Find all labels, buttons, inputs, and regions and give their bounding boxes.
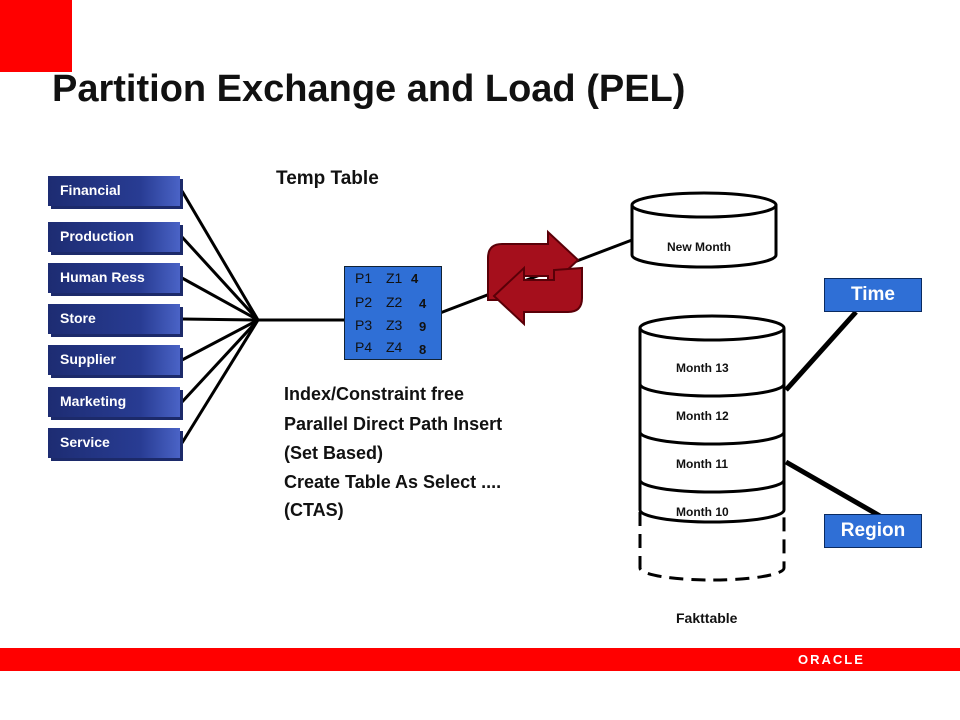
temp-cell-z: Z1	[386, 270, 403, 286]
temp-table-title: Temp Table	[276, 168, 379, 189]
temp-table-row: P2 Z2 4	[345, 290, 441, 313]
source-box-store: Store	[48, 304, 180, 334]
temp-cell-z: Z4	[386, 339, 403, 355]
temp-cell-p: P3	[355, 317, 373, 333]
fact-partition-label: Month 10	[676, 505, 729, 519]
temp-cell-p: P2	[355, 294, 373, 310]
footer-bar	[0, 648, 960, 671]
load-method-line: (Set Based)	[284, 443, 384, 463]
temp-cell-n: 4	[419, 296, 427, 311]
new-month-cylinder	[630, 191, 778, 269]
dimension-box-time: Time	[824, 278, 922, 312]
source-box-supplier: Supplier	[48, 345, 180, 375]
dimension-label: Region	[840, 520, 906, 541]
dimension-box-region: Region	[824, 514, 922, 548]
source-label: Human Ress	[60, 269, 145, 285]
temp-table-row: P4 Z4 8	[345, 336, 441, 359]
source-box-marketing: Marketing	[48, 387, 180, 417]
fact-partition-label: Month 12	[676, 409, 729, 423]
temp-cell-n: 4	[411, 271, 419, 286]
new-month-label: New Month	[667, 240, 731, 254]
load-method-line: (CTAS)	[284, 500, 344, 520]
source-box-service: Service	[48, 428, 180, 458]
source-connectors	[180, 190, 344, 444]
temp-cell-p: P1	[355, 270, 373, 286]
fact-table-name: Fakttable	[676, 610, 738, 626]
temp-table-row: P1 Z1 4	[345, 267, 441, 290]
load-method-line: Create Table As Select ....	[284, 472, 502, 492]
fact-table-cylinder	[638, 314, 786, 582]
load-method-line: Parallel Direct Path Insert	[284, 414, 503, 434]
dimension-label: Time	[850, 284, 895, 305]
exchange-arrows-icon	[487, 229, 583, 327]
temp-cell-z: Z2	[386, 294, 403, 310]
source-box-human-ress: Human Ress	[48, 263, 180, 293]
temp-cell-p: P4	[355, 339, 373, 355]
source-label: Financial	[60, 182, 121, 198]
source-box-financial: Financial	[48, 176, 180, 206]
temp-cell-z: Z3	[386, 317, 403, 333]
time-connector	[784, 310, 858, 392]
oracle-logo: ORACLE	[798, 652, 865, 667]
source-label: Supplier	[60, 351, 117, 367]
fact-partition-label: Month 13	[676, 361, 729, 375]
load-method-line: Index/Constraint free	[284, 384, 465, 404]
temp-table-row: P3 Z3 9	[345, 313, 441, 336]
slide-title: Partition Exchange and Load (PEL)	[52, 68, 686, 110]
region-connector	[784, 459, 882, 519]
source-box-production: Production	[48, 222, 180, 252]
source-label: Production	[60, 228, 134, 244]
temp-cell-n: 9	[419, 319, 427, 334]
fact-partition-label: Month 11	[676, 457, 729, 471]
temp-cell-n: 8	[419, 342, 427, 357]
source-label: Store	[60, 310, 96, 326]
corner-accent	[0, 0, 72, 72]
temp-table: P1 Z1 4 P2 Z2 4 P3 Z3 9 P4 Z4 8	[344, 266, 442, 360]
source-label: Service	[60, 434, 110, 450]
source-label: Marketing	[60, 393, 127, 409]
